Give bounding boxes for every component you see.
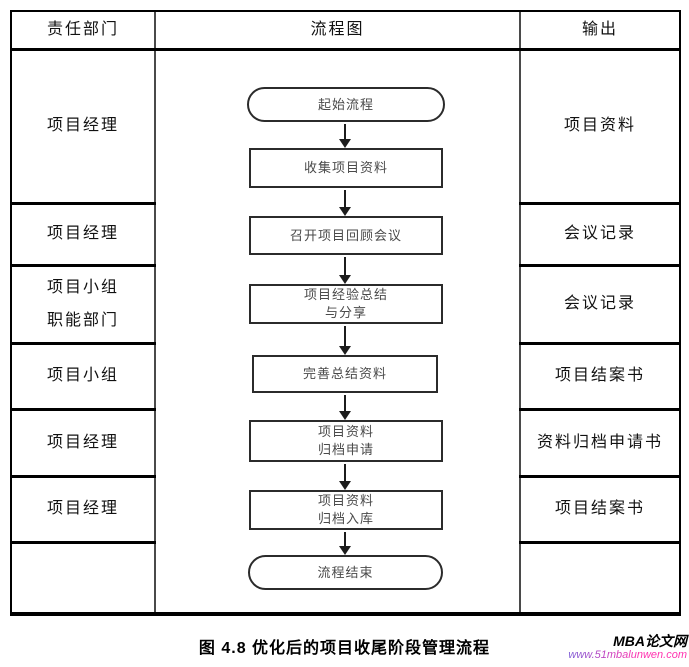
- figure-caption: 图 4.8 优化后的项目收尾阶段管理流程: [198, 640, 491, 657]
- output-cell: 会议记录: [563, 295, 636, 313]
- flow-step-line: 归档申请: [317, 442, 374, 457]
- responsible-cell: 项目经理: [46, 500, 119, 518]
- flow-start-node: 起始流程: [247, 87, 445, 122]
- arrow-head-icon: [339, 546, 351, 555]
- column-divider-left: [154, 12, 156, 612]
- row-divider: [519, 541, 679, 544]
- output-cell: 项目资料: [563, 117, 636, 135]
- arrow-head-icon: [339, 207, 351, 216]
- flow-step-line: 归档入库: [317, 511, 374, 526]
- header-flowchart: 流程图: [310, 20, 365, 38]
- row-divider: [12, 475, 156, 478]
- output-cell: 项目结案书: [554, 367, 645, 385]
- responsible-cell: 项目经理: [46, 225, 119, 243]
- arrow-shaft: [344, 257, 346, 275]
- row-divider: [519, 475, 679, 478]
- arrow-shaft: [344, 532, 346, 546]
- arrow-shaft: [344, 395, 346, 411]
- header-divider: [12, 48, 679, 51]
- row-divider: [519, 202, 679, 205]
- flow-step-line: 项目资料: [317, 424, 374, 440]
- responsible-cell: 项目小组: [46, 367, 119, 385]
- arrow-head-icon: [339, 275, 351, 284]
- flow-step-box: 项目经验总结 与分享: [249, 284, 443, 324]
- header-responsible: 责任部门: [46, 20, 119, 38]
- process-table: 责任部门 流程图 输出 项目经理 项目经理 项目小组 职能部门 项目小组 项目经…: [10, 10, 681, 616]
- output-cell: 项目结案书: [554, 500, 645, 518]
- row-divider: [12, 342, 156, 345]
- flow-arrow: [339, 124, 351, 148]
- responsible-line: 项目小组: [46, 278, 119, 296]
- flow-arrow: [339, 326, 351, 355]
- flow-step-line: 与分享: [324, 305, 367, 320]
- responsible-cell: 项目经理: [46, 117, 119, 135]
- flow-step-box: 项目资料 归档申请: [249, 420, 443, 462]
- row-divider: [519, 408, 679, 411]
- row-divider: [519, 264, 679, 267]
- responsible-line: 职能部门: [46, 311, 119, 329]
- flow-arrow: [339, 257, 351, 284]
- output-cell: 资料归档申请书: [536, 433, 663, 451]
- column-divider-right: [519, 12, 521, 612]
- row-divider: [519, 342, 679, 345]
- flow-arrow: [339, 464, 351, 490]
- arrow-shaft: [344, 124, 346, 139]
- arrow-shaft: [344, 326, 346, 346]
- row-divider: [12, 408, 156, 411]
- flow-step-box: 召开项目回顾会议: [249, 216, 443, 255]
- responsible-cell: [12, 544, 154, 612]
- responsible-cell: 项目小组 职能部门: [12, 267, 154, 342]
- flow-step-line: 项目资料: [317, 493, 374, 509]
- flow-step-box: 项目资料 归档入库: [249, 490, 443, 530]
- arrow-shaft: [344, 190, 346, 207]
- arrow-head-icon: [339, 139, 351, 148]
- flow-step-box: 完善总结资料: [252, 355, 438, 393]
- flow-step-line: 项目经验总结: [303, 287, 388, 303]
- arrow-head-icon: [339, 346, 351, 355]
- flow-end-node: 流程结束: [248, 555, 443, 590]
- output-cell: [521, 544, 679, 612]
- row-divider: [12, 202, 156, 205]
- flow-arrow: [339, 395, 351, 420]
- watermark-site-url: www.51mbalunwen.com: [568, 649, 687, 662]
- output-cell: 会议记录: [563, 225, 636, 243]
- flow-step-box: 收集项目资料: [249, 148, 443, 188]
- flow-arrow: [339, 532, 351, 555]
- arrow-shaft: [344, 464, 346, 481]
- arrow-head-icon: [339, 411, 351, 420]
- arrow-head-icon: [339, 481, 351, 490]
- row-divider: [12, 264, 156, 267]
- header-output: 输出: [581, 20, 618, 38]
- responsible-cell: 项目经理: [46, 433, 119, 451]
- watermark-site-name: MBA论文网: [613, 633, 687, 649]
- flow-arrow: [339, 190, 351, 216]
- row-divider: [12, 541, 156, 544]
- watermark: MBA论文网 www.51mbalunwen.com: [568, 633, 687, 662]
